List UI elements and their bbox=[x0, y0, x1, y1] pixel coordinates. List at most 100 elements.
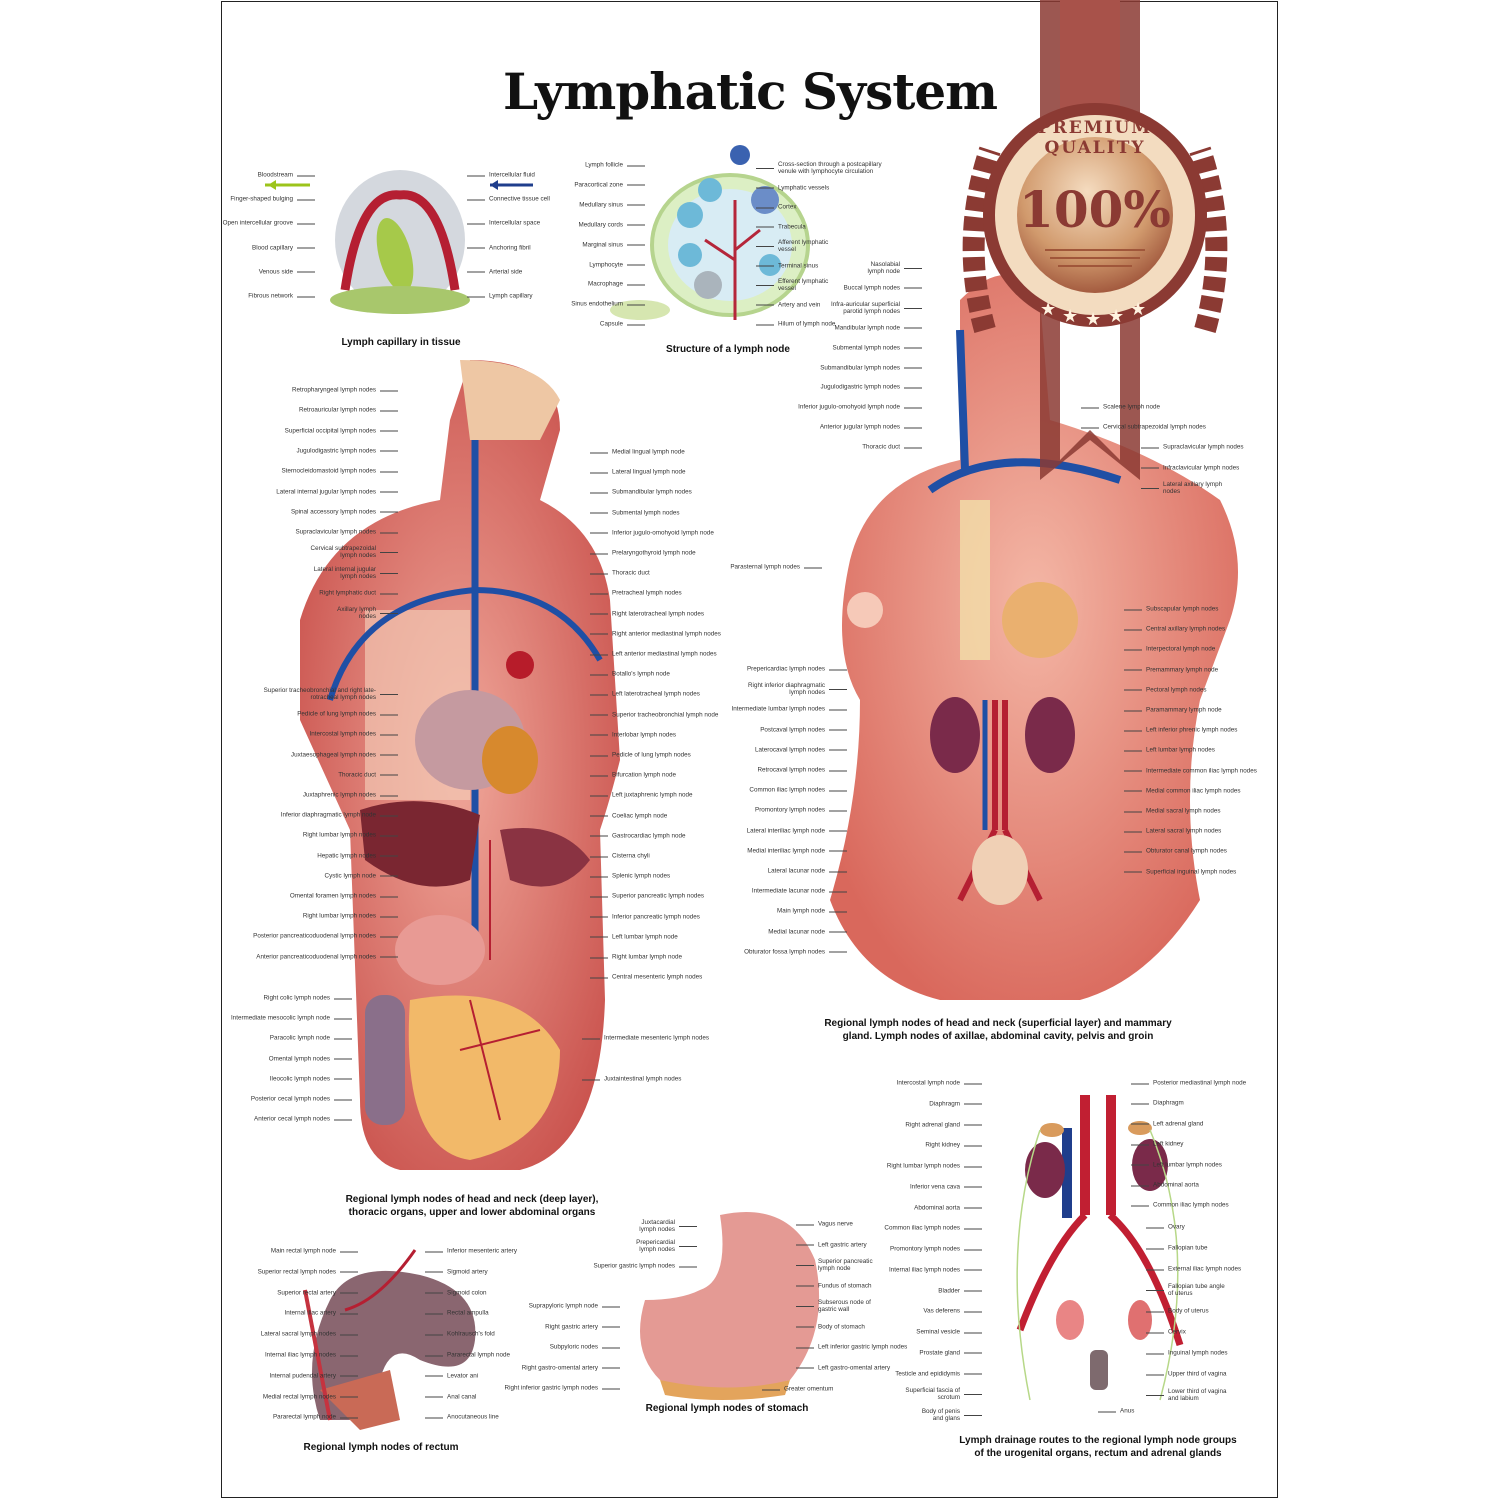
anatomy-label: Right lumbar lymph nodes bbox=[302, 912, 399, 920]
anatomy-label: Right inferior gastric lymph nodes bbox=[504, 1384, 621, 1392]
anatomy-label: Capsule bbox=[599, 320, 646, 328]
anatomy-label: Inferior mesenteric artery bbox=[425, 1247, 517, 1255]
anatomy-label: Retrocaval lymph nodes bbox=[757, 766, 847, 774]
anatomy-label: Inferior diaphragmatic lymph node bbox=[280, 811, 399, 819]
anatomy-label: Buccal lymph nodes bbox=[843, 284, 923, 292]
anatomy-label: Subscapular lymph nodes bbox=[1123, 605, 1219, 613]
anatomy-label: Medial interiliac lymph node bbox=[747, 847, 847, 855]
anatomy-label: Lateral axillary lymph nodes bbox=[1140, 481, 1223, 495]
anatomy-label: Paracolic lymph node bbox=[269, 1034, 353, 1042]
anatomy-label: Gastrocardiac lymph node bbox=[590, 832, 686, 840]
anatomy-label: Central axillary lymph nodes bbox=[1123, 625, 1226, 633]
anatomy-label: Blood capillary bbox=[252, 244, 315, 252]
anatomy-label: Trabecula bbox=[756, 223, 806, 230]
anatomy-label: Ileocolic lymph nodes bbox=[269, 1075, 353, 1083]
anatomy-label: Medial lacunar node bbox=[768, 928, 847, 936]
anatomy-label: Lateral internal jugular lymph nodes bbox=[313, 565, 399, 580]
anatomy-label: Omental foramen lymph nodes bbox=[289, 892, 399, 900]
anatomy-label: Body of uterus bbox=[1146, 1307, 1209, 1315]
anatomy-label: Vas deferens bbox=[923, 1307, 982, 1315]
anatomy-label: Anterior jugular lymph nodes bbox=[819, 423, 923, 431]
anatomy-label: Infra-auricular superficial parotid lymp… bbox=[831, 300, 922, 315]
anatomy-label: Promontory lymph nodes bbox=[755, 806, 847, 814]
anatomy-label: Left gastric artery bbox=[796, 1241, 867, 1248]
anatomy-label: Submandibular lymph nodes bbox=[820, 364, 922, 371]
anatomy-label: Mandibular lymph node bbox=[834, 324, 923, 332]
anatomy-label: Right lumbar lymph nodes bbox=[302, 831, 399, 839]
caption-rectum: Regional lymph nodes of rectum bbox=[303, 1442, 459, 1453]
anatomy-label: Main rectal lymph node bbox=[270, 1247, 359, 1255]
anatomy-label: Prelaryngothyroid lymph node bbox=[590, 549, 696, 557]
anatomy-label: Left inferior phrenic lymph nodes bbox=[1123, 726, 1238, 734]
anatomy-label: Axillary lymph nodes bbox=[337, 606, 398, 621]
anatomy-label: Anterior cecal lymph nodes bbox=[254, 1115, 352, 1123]
anatomy-label: Lymphatic vessels bbox=[755, 184, 830, 191]
anatomy-label: Intercostal lymph node bbox=[896, 1079, 983, 1087]
anatomy-label: Juxtaesophageal lymph nodes bbox=[290, 751, 399, 759]
anatomy-label: Juxtaphrenic lymph nodes bbox=[302, 791, 399, 799]
anatomy-label: Medullary cords bbox=[578, 221, 646, 229]
anatomy-label: Superior tracheobronchial and right late… bbox=[263, 687, 399, 701]
anatomy-label: Terminal sinus bbox=[755, 262, 819, 269]
anatomy-label: Cortex bbox=[756, 203, 797, 211]
anatomy-label: Botallo's lymph node bbox=[590, 670, 670, 678]
anatomy-label: Lateral interiliac lymph node bbox=[746, 827, 848, 835]
caption-lymph-node: Structure of a lymph node bbox=[666, 344, 790, 355]
anatomy-label: Hepatic lymph nodes bbox=[317, 852, 398, 860]
anatomy-label: Internal pudendal artery bbox=[269, 1372, 358, 1380]
anatomy-label: Splenic lymph nodes bbox=[589, 872, 671, 880]
anatomy-label: Paracortical zone bbox=[574, 181, 645, 189]
anatomy-label: Pararectal lymph node bbox=[424, 1351, 511, 1359]
anatomy-label: Vagus nerve bbox=[796, 1220, 853, 1228]
svg-text:★: ★ bbox=[1040, 299, 1056, 319]
anatomy-label: Intercostal lymph nodes bbox=[309, 730, 398, 738]
anatomy-label: Anus bbox=[1097, 1407, 1135, 1415]
anatomy-label: Marginal sinus bbox=[582, 241, 645, 249]
anatomy-label: Left lumbar lymph nodes bbox=[1124, 746, 1215, 754]
anatomy-label: Bladder bbox=[938, 1287, 982, 1294]
anatomy-label: Right laterotracheal lymph nodes bbox=[589, 610, 705, 618]
anatomy-label: Right lumbar lymph nodes bbox=[886, 1162, 983, 1170]
anatomy-label: Anchoring fibril bbox=[467, 244, 531, 252]
badge-value: 100% bbox=[1019, 180, 1171, 239]
anatomy-label: Seminal vesicle bbox=[916, 1328, 982, 1336]
anatomy-label: Jugulodigastric lymph nodes bbox=[820, 383, 923, 391]
anatomy-label: Upper third of vagina bbox=[1145, 1370, 1227, 1378]
anatomy-label: Supraclavicular lymph nodes bbox=[295, 528, 398, 536]
anatomy-label: Central mesenteric lymph nodes bbox=[589, 973, 703, 981]
anatomy-label: Intercellular fluid bbox=[467, 171, 535, 179]
anatomy-label: Bifurcation lymph node bbox=[589, 771, 677, 779]
anatomy-label: Intermediate lumbar lymph nodes bbox=[731, 705, 848, 713]
anatomy-label: Left inferior gastric lymph nodes bbox=[795, 1343, 908, 1351]
anatomy-label: Fallopian tube bbox=[1146, 1244, 1208, 1252]
anatomy-label: Efferent lymphatic vessel bbox=[755, 278, 829, 292]
anatomy-label: Lymph follicle bbox=[585, 161, 645, 169]
anatomy-label: Lateral sacral lymph nodes bbox=[1123, 827, 1222, 835]
anatomy-label: Pectoral lymph nodes bbox=[1124, 686, 1207, 694]
anatomy-label: Cisterna chyli bbox=[590, 852, 650, 860]
anatomy-label: Juxtaintestinal lymph nodes bbox=[581, 1075, 682, 1083]
caption-stomach: Regional lymph nodes of stomach bbox=[645, 1403, 809, 1414]
anatomy-label: Cervical subtrapezoidal lymph nodes bbox=[310, 545, 399, 560]
anatomy-label: Medial lingual lymph node bbox=[590, 448, 685, 456]
premium-quality-badge: ★★★★★ bbox=[962, 0, 1228, 480]
badge-top-text: PREMIUM QUALITY bbox=[1037, 118, 1153, 158]
anatomy-label: Interlobar lymph nodes bbox=[589, 731, 677, 739]
anatomy-label: Left lumbar lymph node bbox=[590, 933, 678, 941]
anatomy-label: Spinal accessory lymph nodes bbox=[290, 508, 399, 516]
anatomy-label: Fibrous network bbox=[248, 292, 315, 300]
anatomy-label: Obturator fossa lymph nodes bbox=[744, 948, 847, 956]
anatomy-label: Anterior pancreaticoduodenal lymph nodes bbox=[256, 953, 398, 961]
anatomy-label: Retroauricular lymph nodes bbox=[299, 406, 398, 414]
anatomy-label: Ovary bbox=[1146, 1223, 1185, 1231]
anatomy-label: Superior gastric lymph nodes bbox=[593, 1262, 697, 1270]
anatomy-label: Cystic lymph node bbox=[324, 872, 399, 880]
anatomy-label: Juxtacardial lymph nodes bbox=[639, 1219, 697, 1233]
svg-text:★: ★ bbox=[1062, 306, 1078, 326]
anatomy-label: Finger-shaped bulging bbox=[230, 195, 315, 203]
anatomy-label: Right gastro-omental artery bbox=[521, 1364, 621, 1371]
anatomy-label: Lateral sacral lymph nodes bbox=[260, 1330, 359, 1338]
anatomy-label: Right lumbar lymph node bbox=[589, 953, 683, 961]
anatomy-label: Internal iliac lymph nodes bbox=[264, 1351, 359, 1359]
